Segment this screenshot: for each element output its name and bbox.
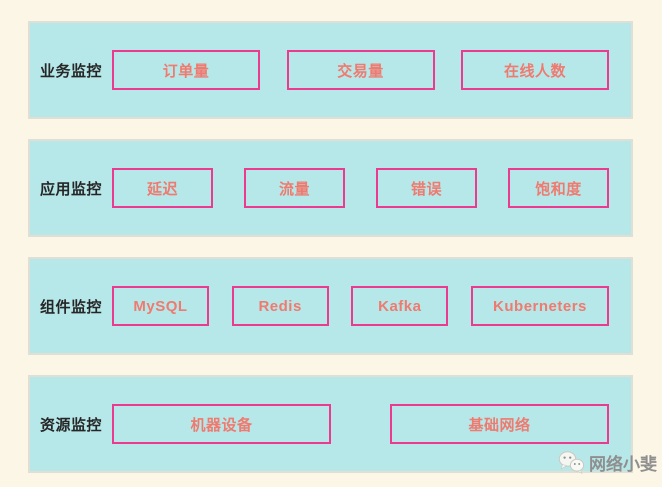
box-basic-network: 基础网络 [390, 404, 609, 444]
watermark: 网络小斐 [558, 450, 657, 475]
band-application-monitoring: 应用监控 延迟 流量 错误 饱和度 [28, 139, 633, 237]
box-kafka: Kafka [351, 286, 449, 326]
band-label: 资源监控 [40, 416, 103, 434]
band-business-monitoring: 业务监控 订单量 交易量 在线人数 [28, 21, 633, 119]
box-order-volume: 订单量 [112, 50, 260, 90]
box-traffic: 流量 [244, 168, 345, 208]
wechat-icon [558, 451, 585, 474]
band-label: 应用监控 [40, 180, 103, 198]
box-machines: 机器设备 [112, 404, 331, 444]
band-boxes: 延迟 流量 错误 饱和度 [112, 168, 631, 208]
box-kubernetes: Kuberneters [470, 286, 609, 326]
band-label: 业务监控 [40, 62, 103, 80]
box-redis: Redis [231, 286, 329, 326]
box-errors: 错误 [376, 168, 477, 208]
band-label: 组件监控 [40, 298, 103, 316]
band-component-monitoring: 组件监控 MySQL Redis Kafka Kuberneters [28, 257, 633, 355]
box-latency: 延迟 [112, 168, 213, 208]
box-saturation: 饱和度 [508, 168, 609, 208]
box-online-users: 在线人数 [461, 50, 609, 90]
box-transaction-volume: 交易量 [286, 50, 435, 90]
watermark-text: 网络小斐 [589, 455, 657, 474]
band-resource-monitoring: 资源监控 机器设备 基础网络 [28, 375, 633, 473]
box-mysql: MySQL [112, 286, 209, 326]
band-boxes: MySQL Redis Kafka Kuberneters [112, 286, 631, 326]
band-boxes: 机器设备 基础网络 [112, 404, 631, 444]
band-boxes: 订单量 交易量 在线人数 [112, 50, 631, 90]
